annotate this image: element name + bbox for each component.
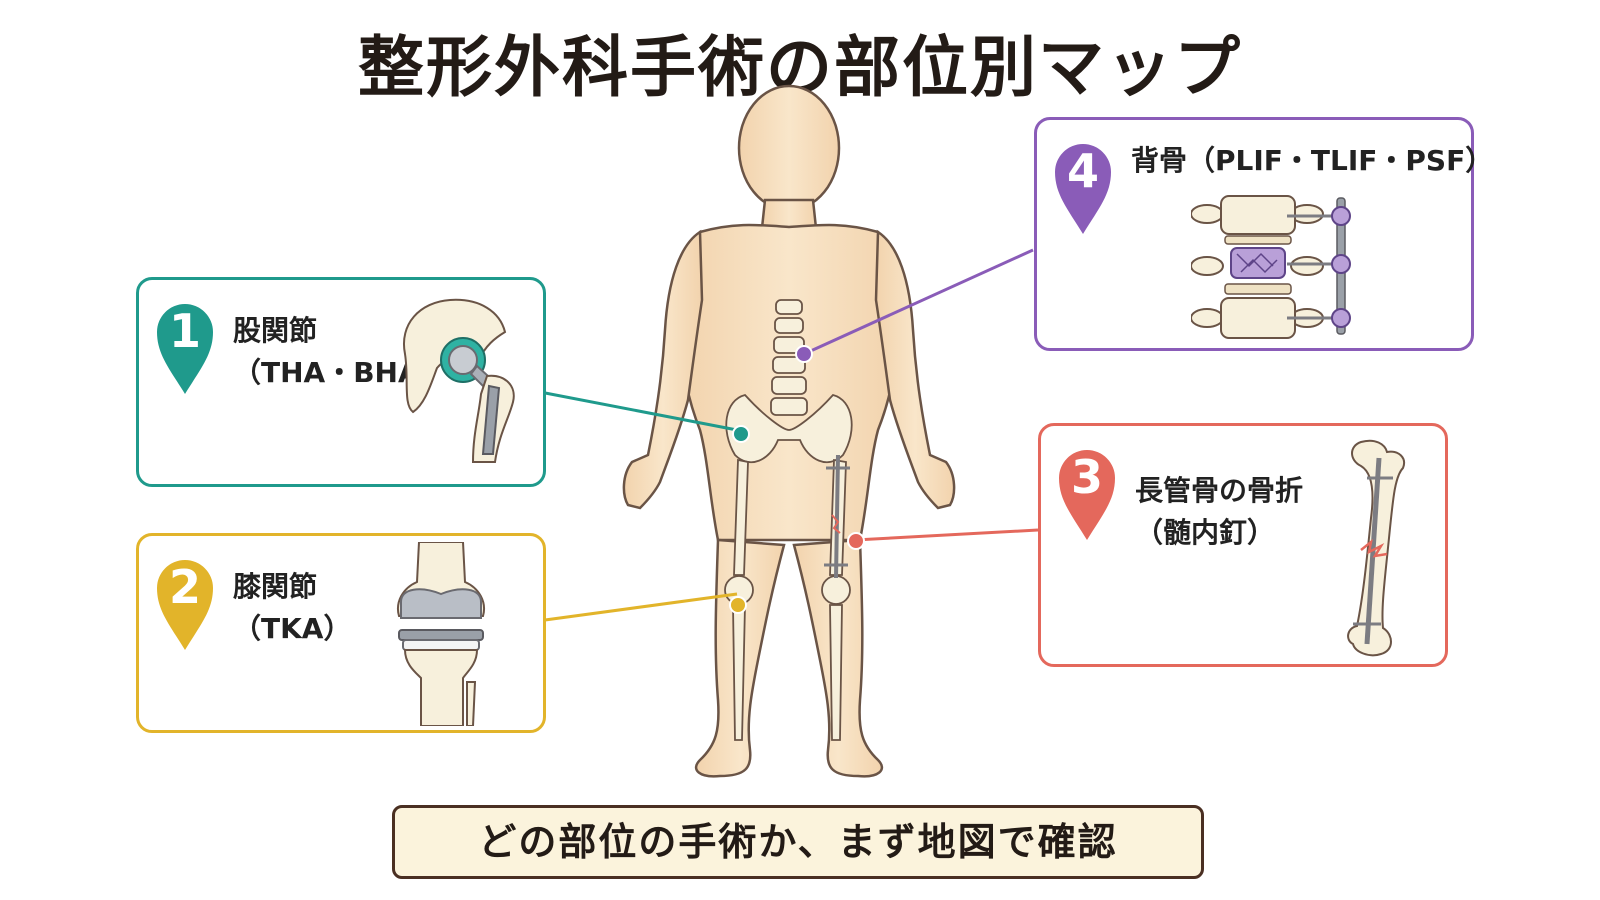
- connector-hip: [539, 390, 738, 432]
- spinal-fusion-icon: [1191, 195, 1351, 339]
- card-knee[interactable]: 2 膝関節 （TKA）: [136, 533, 546, 733]
- card-fracture[interactable]: 3 長管骨の骨折 （髄内釘）: [1038, 423, 1448, 667]
- connector-knee: [544, 592, 738, 622]
- footer-banner: どの部位の手術か、まず地図で確認: [392, 805, 1204, 879]
- card-fracture-label: 長管骨の骨折 （髄内釘）: [1135, 474, 1304, 549]
- intramedullary-nail-icon: [1347, 439, 1405, 657]
- card-spine[interactable]: 4 背骨（PLIF・TLIF・PSF）: [1034, 117, 1493, 351]
- card-knee-label: 膝関節 （TKA）: [233, 570, 352, 645]
- marker-hip[interactable]: [732, 425, 750, 443]
- pin-hip-icon: [157, 304, 213, 394]
- connector-spine: [803, 248, 1034, 356]
- femur-nail: [834, 454, 840, 579]
- pin-knee-icon: [157, 560, 213, 650]
- knee-implant-icon: [397, 542, 485, 726]
- pin-spine-icon: [1055, 144, 1111, 234]
- marker-knee[interactable]: [729, 596, 747, 614]
- hip-implant-icon: [402, 298, 515, 463]
- card-hip[interactable]: 1 股関節 （THA・BHA）: [136, 277, 546, 487]
- skeleton-overlay: [724, 299, 853, 741]
- marker-fracture[interactable]: [847, 532, 865, 550]
- card-spine-number: 4: [1066, 144, 1099, 198]
- card-spine-label: 背骨（PLIF・TLIF・PSF）: [1131, 144, 1494, 177]
- connector-fracture: [854, 528, 1039, 542]
- card-hip-number: 1: [168, 304, 201, 358]
- card-fracture-number: 3: [1070, 450, 1103, 504]
- card-knee-number: 2: [168, 560, 201, 614]
- marker-spine[interactable]: [795, 345, 813, 363]
- pin-fracture-icon: [1059, 450, 1115, 540]
